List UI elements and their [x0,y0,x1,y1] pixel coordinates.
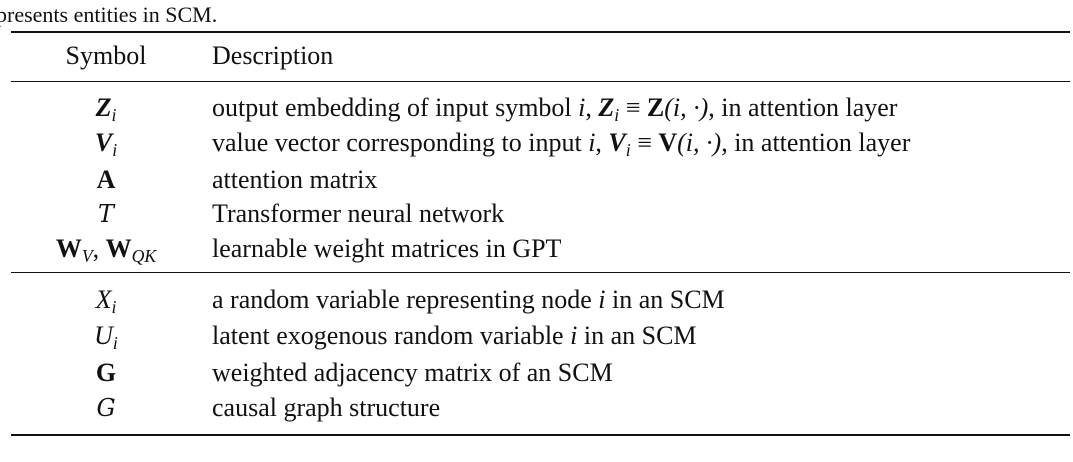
symbol-cell: G [96,394,116,422]
description-cell: attention matrix [212,165,378,194]
symbol-cell: WV, WQK [55,234,157,266]
description-cell: learnable weight matrices in GPT [212,234,562,263]
description-cell: Transformer neural network [212,199,505,228]
description-cell: weighted adjacency matrix of an SCM [212,358,613,387]
description-cell: causal graph structure [212,393,441,422]
table-row: A attention matrix [0,163,1073,197]
description-cell: value vector corresponding to input i, V… [212,128,911,160]
bottom-rule [11,434,1070,436]
table-row: Zi output embedding of input symbol i, Z… [0,91,1073,125]
symbol-cell: Ui [94,321,118,353]
table-row: WV, WQK learnable weight matrices in GPT [0,232,1073,266]
description-cell: output embedding of input symbol i, Zi ≡… [212,93,898,125]
table-row: T Transformer neural network [0,197,1073,231]
description-cell: a random variable representing node i in… [212,285,725,314]
group-rule [11,272,1070,273]
symbol-cell: Zi [95,93,117,125]
table-row: G weighted adjacency matrix of an SCM [0,356,1073,390]
symbol-cell: Xi [95,285,117,317]
header-rule [11,81,1070,82]
symbol-cell: G [95,358,117,387]
symbol-cell: A [96,165,116,194]
table-row: Xi a random variable representing node i… [0,283,1073,317]
table-row: Vi value vector corresponding to input i… [0,126,1073,160]
symbol-cell: Vi [94,128,118,160]
table-header: Symbol Description [0,39,1073,73]
symbol-cell: T [98,200,114,228]
table-row: Ui latent exogenous random variable i in… [0,319,1073,353]
description-cell: latent exogenous random variable i in an… [212,321,697,350]
header-description: Description [212,41,334,70]
table-row: G causal graph structure [0,391,1073,425]
top-rule [11,31,1070,33]
header-symbol: Symbol [65,41,147,70]
caption-fragment: presents entities in SCM. [0,2,218,27]
